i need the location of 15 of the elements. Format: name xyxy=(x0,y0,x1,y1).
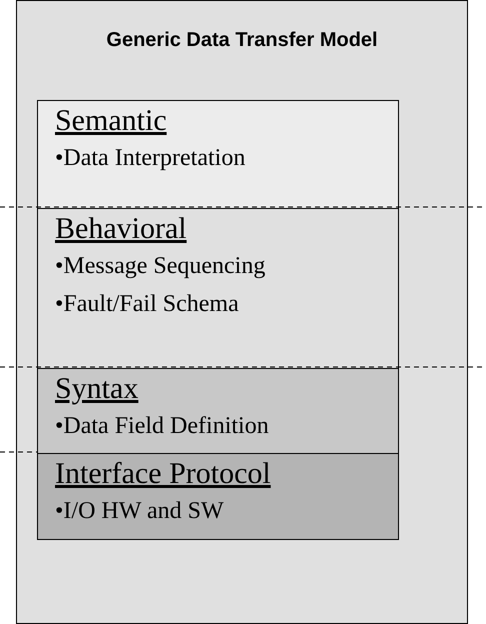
layer-heading: Interface Protocol xyxy=(55,456,272,492)
layer-heading: Semantic xyxy=(55,103,168,139)
bullet-item: •Data Interpretation xyxy=(55,144,246,173)
outer-panel xyxy=(16,0,468,624)
panel-heading: Generic Data Transfer Model xyxy=(105,29,379,52)
layer-heading: Syntax xyxy=(55,371,140,407)
layer-box xyxy=(37,368,399,454)
layer-box xyxy=(37,453,399,540)
layer-box xyxy=(37,100,399,209)
bullet-item: •I/O HW and SW xyxy=(55,497,225,526)
bullet-item: •Message Sequencing xyxy=(55,252,266,281)
bullet-item: •Data Field Definition xyxy=(55,412,270,441)
layer-box xyxy=(37,208,399,369)
bullet-item: •Fault/Fail Schema xyxy=(55,290,240,319)
layer-heading: Behavioral xyxy=(55,211,188,247)
